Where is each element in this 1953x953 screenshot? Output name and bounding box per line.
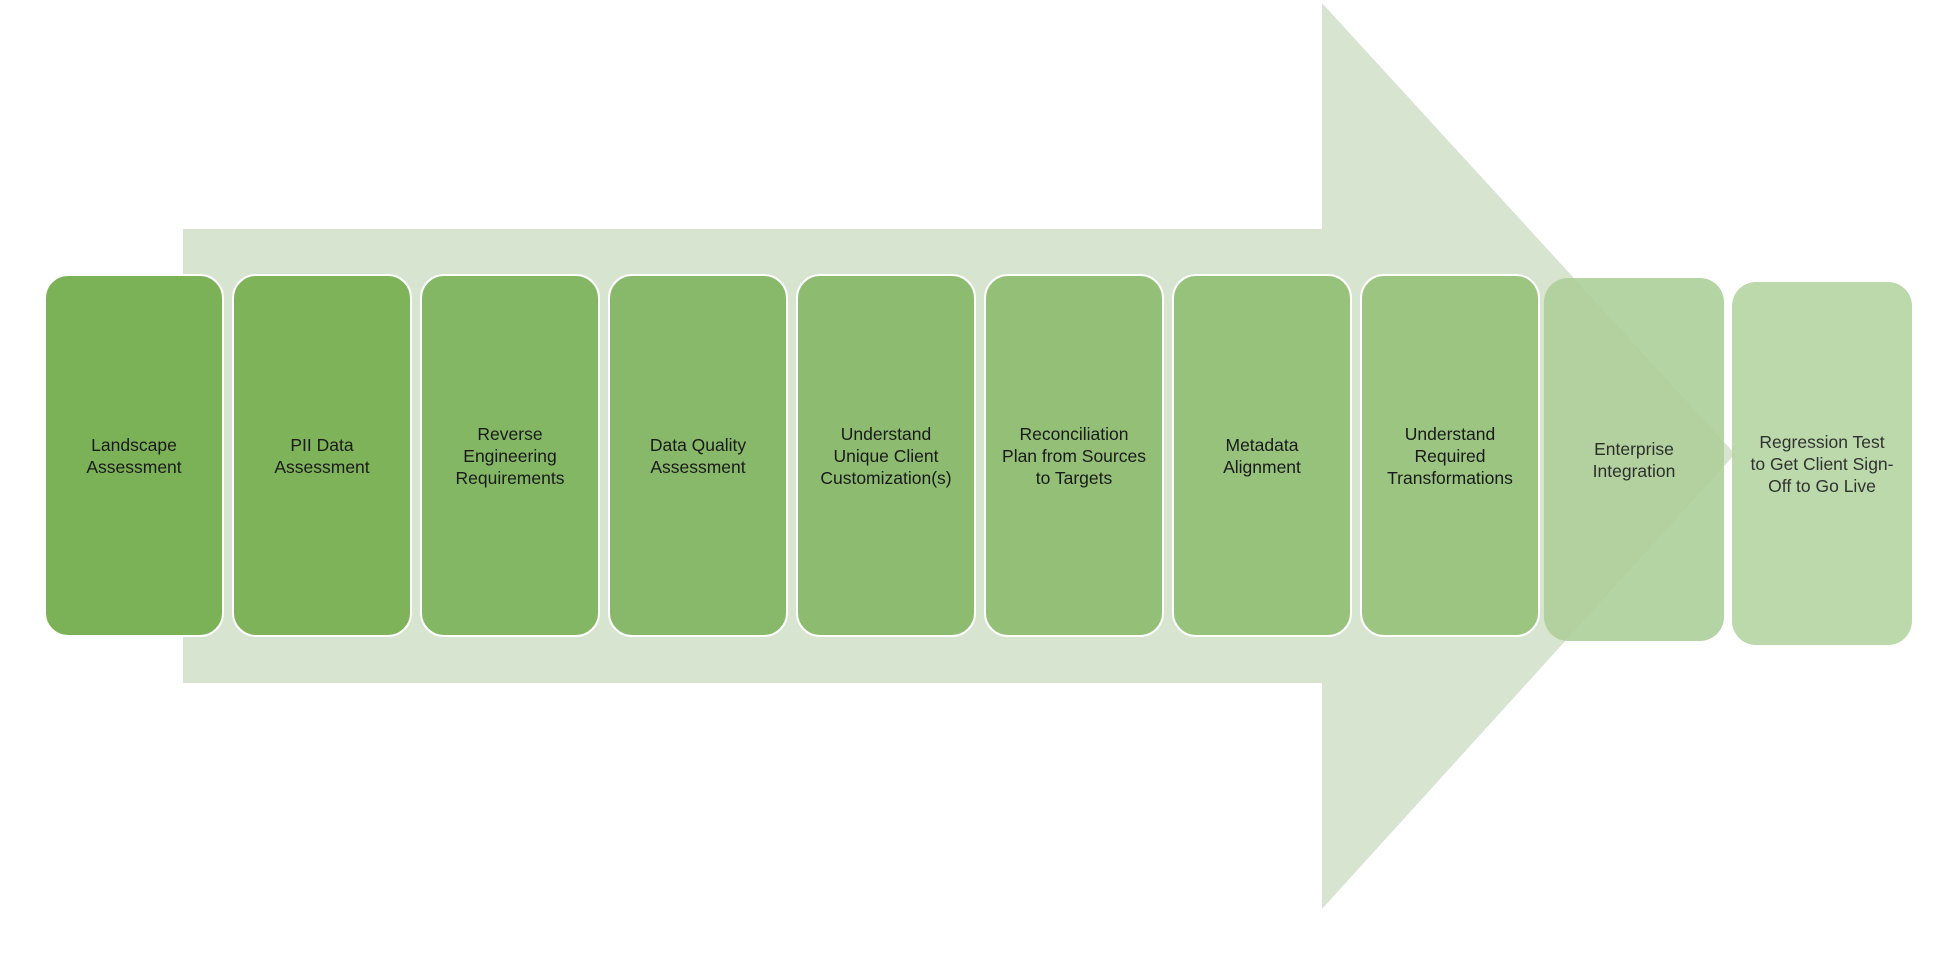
step-label: Data Quality Assessment [649,434,747,477]
step-label: Reconciliation Plan from Sources to Targ… [1002,423,1146,488]
step-label: Enterprise Integration [1592,438,1676,481]
step-pii-data-assessment: PII Data Assessment [232,274,412,637]
step-reconciliation-plan: Reconciliation Plan from Sources to Targ… [984,274,1164,637]
step-understand-required-transformations: Understand Required Transformations [1360,274,1540,637]
step-label: Reverse Engineering Requirements [455,423,565,488]
step-label: Landscape Assessment [86,434,182,477]
step-label: Understand Unique Client Customization(s… [820,423,952,488]
step-metadata-alignment: Metadata Alignment [1172,274,1352,637]
step-enterprise-integration: Enterprise Integration [1544,278,1724,641]
step-landscape-assessment: Landscape Assessment [44,274,224,637]
step-label: Regression Test to Get Client Sign- Off … [1750,431,1894,496]
step-label: PII Data Assessment [274,434,370,477]
step-label: Understand Required Transformations [1387,423,1513,488]
step-regression-test: Regression Test to Get Client Sign- Off … [1732,282,1912,645]
step-data-quality-assessment: Data Quality Assessment [608,274,788,637]
step-understand-unique-client-customizations: Understand Unique Client Customization(s… [796,274,976,637]
step-reverse-engineering-requirements: Reverse Engineering Requirements [420,274,600,637]
step-label: Metadata Alignment [1223,434,1301,477]
